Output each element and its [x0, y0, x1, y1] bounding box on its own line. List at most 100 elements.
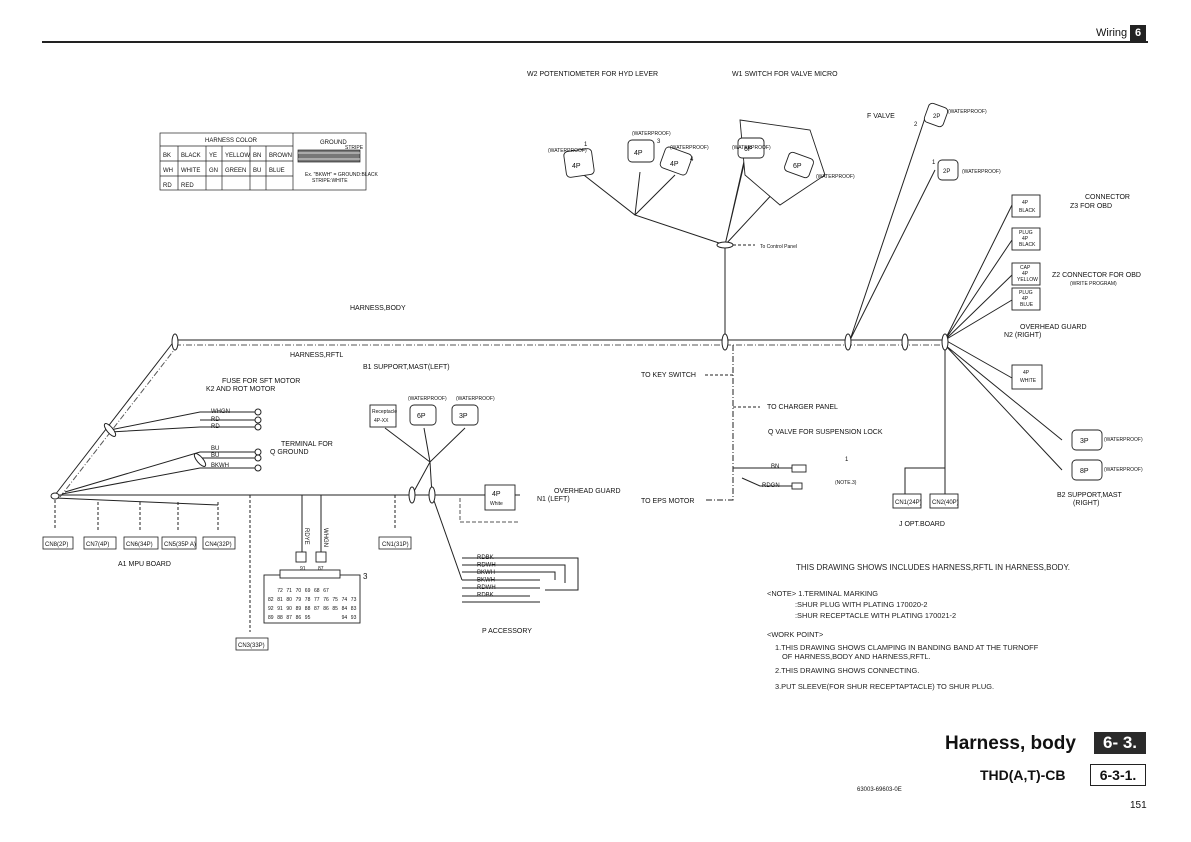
num-4: 4	[690, 157, 694, 163]
clamp-band	[428, 486, 436, 504]
header-rule	[42, 41, 1148, 43]
note-intro: THIS DRAWING SHOWS INCLUDES HARNESS,RFTL…	[796, 563, 1070, 572]
clamp-band	[193, 453, 207, 467]
label-harness-rftl: HARNESS,RFTL	[290, 352, 343, 359]
waterproof-tag: (WATERPROOF)	[1104, 467, 1143, 473]
b1-receptacle: Receptacle	[372, 409, 397, 415]
relay-pin-number: 83	[351, 606, 357, 612]
color-table-cell: GN	[209, 168, 218, 174]
waterproof-tag: (WATERPROOF)	[816, 174, 855, 180]
wire-label: RD	[211, 417, 220, 423]
connector-f-valve-1	[937, 159, 959, 181]
connector-z2-cap	[1011, 262, 1041, 286]
relay-pin-number: 72	[277, 588, 283, 594]
relay-pin-number: 92	[268, 606, 274, 612]
note-heading: <NOTE> 1.TERMINAL MARKING	[767, 589, 879, 598]
label-q-ground-b: Q GROUND	[270, 449, 309, 456]
n1-white: White	[490, 501, 503, 507]
num-3b: 3	[363, 572, 368, 581]
section-number: 6- 3.	[1094, 732, 1146, 754]
relay-pin-number: 90	[286, 606, 292, 612]
label-n1-a: OVERHEAD GUARD	[554, 488, 621, 495]
connector-w2-1	[563, 148, 595, 178]
relay-pin-number: 80	[286, 597, 292, 603]
connector-f-valve-2	[923, 102, 949, 128]
connector-z3-plug	[1011, 227, 1041, 251]
accessory-wire-label: BKWH	[477, 570, 495, 576]
waterproof-tag: (WATERPROOF)	[632, 131, 671, 137]
label-k2-a: FUSE FOR SFT MOTOR	[222, 378, 300, 385]
relay-pin-91: 91	[300, 566, 306, 572]
z3-4p: 4P	[1022, 200, 1029, 206]
wire-label-rdgn: RDGN	[762, 483, 780, 489]
mpu-connector-label: CN5(35P A)	[164, 542, 196, 548]
z3-plug-4p: 4P	[1022, 236, 1029, 242]
pin-2p-f-2: 2P	[933, 114, 940, 120]
z3-plug-black: BLACK	[1019, 242, 1036, 248]
label-z3-a: CONNECTOR	[1085, 194, 1130, 201]
relay-pin-number: 84	[342, 606, 348, 612]
relay-pin-number: 89	[296, 606, 302, 612]
relay-pin-number: 95	[305, 615, 311, 621]
waterproof-tag: (WATERPROOF)	[456, 396, 495, 402]
pin-4p-w2-4: 4P	[670, 161, 679, 168]
relay-pin-number: 70	[296, 588, 302, 594]
color-table-example: Ex. "BKWH" = GROUND:BLACK	[305, 172, 379, 178]
wire-label: WHGN	[211, 409, 230, 415]
pin-6p-b1: 6P	[417, 413, 426, 420]
z2-plug-4p: 4P	[1022, 296, 1029, 302]
connector-w1-6p-b	[784, 151, 814, 179]
accessory-wire-label: RDWH	[477, 563, 496, 569]
clamp-band	[408, 486, 416, 504]
cn2-40p-label: CN2(40P)	[932, 500, 959, 506]
connector-b2-8p	[1071, 459, 1103, 481]
accessory-wire-label: BKWH	[477, 578, 495, 584]
color-table-cell: RED	[181, 183, 194, 189]
work-point-2: 2.THIS DRAWING SHOWS CONNECTING.	[775, 666, 920, 675]
label-k2-b: K2 AND ROT MOTOR	[206, 386, 275, 393]
connector-b1-6p	[409, 404, 437, 426]
cn3-label: CN3(33P)	[238, 643, 265, 649]
label-b2-b: (RIGHT)	[1073, 500, 1099, 507]
connector-w2-3	[627, 139, 655, 163]
color-table-cell: GREEN	[225, 168, 246, 174]
label-n2-a: OVERHEAD GUARD	[1020, 324, 1087, 331]
document-number: 63003-69603-0E	[857, 787, 902, 793]
color-table-cell: YELLOW	[225, 153, 250, 159]
n2-white: WHITE	[1020, 378, 1037, 384]
clamp-band	[844, 333, 852, 351]
z2-cap-4p: 4P	[1022, 271, 1029, 277]
cn1-31p-label: CN1(31P)	[382, 542, 409, 548]
wire-label-whgn: WHGN	[322, 528, 328, 547]
wire-label: RD	[211, 424, 220, 430]
connector-cn5	[161, 536, 197, 550]
label-n2-b: N2 (RIGHT)	[1004, 332, 1041, 339]
connector-b1-3p	[451, 404, 479, 426]
mpu-connector-label: CN6(34P)	[126, 542, 153, 548]
color-table-cell: YE	[209, 153, 217, 159]
harness-color-table	[159, 132, 367, 191]
relay-pin-number: 88	[277, 615, 283, 621]
relay-pin-number: 67	[323, 588, 329, 594]
wire-label: BU	[211, 446, 219, 452]
label-j: J OPT.BOARD	[899, 521, 945, 528]
relay-pin-number: 82	[268, 597, 274, 603]
connector-w1-6p	[737, 137, 765, 159]
z2-yellow: YELLOW	[1017, 277, 1038, 283]
connector-b1-receptacle	[369, 404, 397, 428]
relay-pin-number: 68	[314, 588, 320, 594]
color-table-cell: BU	[253, 168, 261, 174]
relay-pin-number: 73	[351, 597, 357, 603]
label-a1: A1 MPU BOARD	[118, 561, 171, 568]
waterproof-tag: (WATERPROOF)	[962, 169, 1001, 175]
waterproof-tag: (WATERPROOF)	[548, 148, 587, 154]
relay-pin-number: 89	[268, 615, 274, 621]
color-table-cell: RD	[163, 183, 172, 189]
connector-cn3	[235, 637, 269, 651]
wire-label: BKWH	[211, 463, 229, 469]
num-1c: 1	[845, 457, 849, 463]
ring-terminal	[254, 408, 262, 416]
